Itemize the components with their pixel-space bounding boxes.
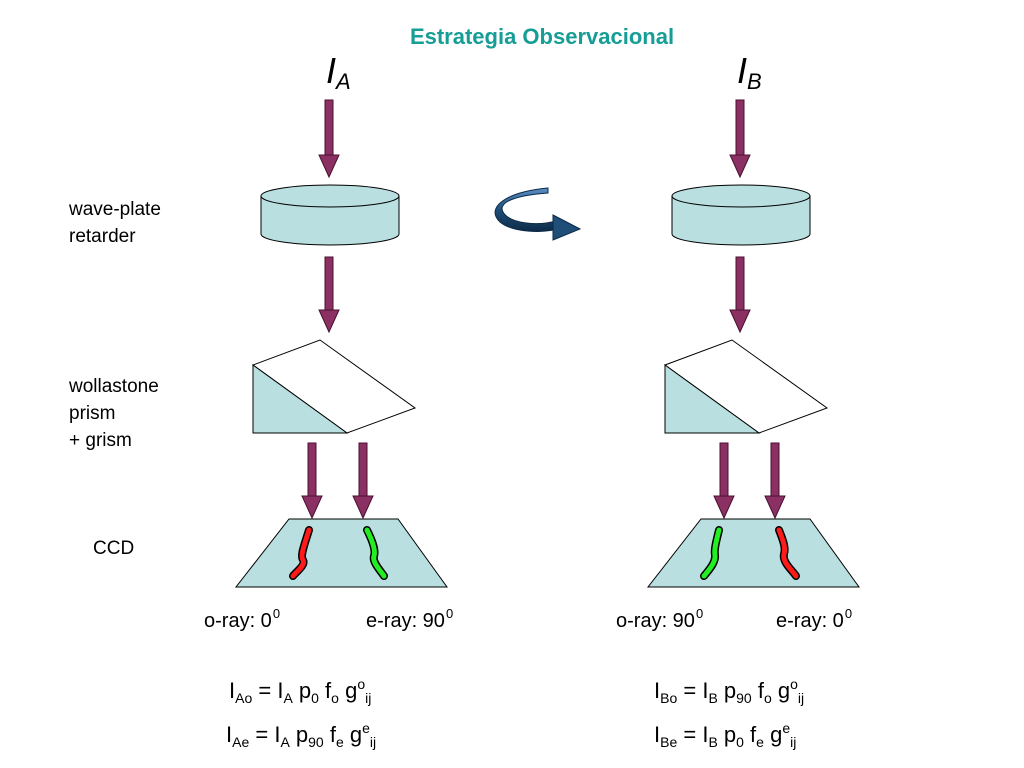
waveplate-label-line2: retarder xyxy=(69,226,136,247)
ray-label-b-e: e-ray: 00 xyxy=(776,606,853,632)
e-ray-arrow-a xyxy=(352,442,374,520)
beam-label-a: IA xyxy=(326,50,351,94)
o-ray-arrow-b xyxy=(713,442,735,520)
ccd-label: CCD xyxy=(93,538,135,559)
wollaston-prism-b xyxy=(663,339,829,434)
waveplate-to-prism-arrow-a xyxy=(318,256,340,334)
wollaston-label-line2: prism xyxy=(69,403,116,424)
e-ray-arrow-b xyxy=(764,442,786,520)
ray-label-a-o: o-ray: 00 xyxy=(204,606,281,632)
ray-label-a-e: e-ray: 900 xyxy=(366,606,454,632)
ray-label-b-o: o-ray: 900 xyxy=(616,606,704,632)
wollaston-label-line1: wollastone xyxy=(69,376,159,397)
ccd-a xyxy=(234,518,448,588)
e-spectrum-b-color xyxy=(776,527,799,579)
waveplate-label-line1: wave-plate xyxy=(69,199,161,220)
waveplate-to-prism-arrow-b xyxy=(729,256,751,334)
o-spectrum-a-color xyxy=(290,527,312,579)
e-spectrum-a-color xyxy=(364,527,387,579)
wollaston-label: wollastone prism + grism xyxy=(69,373,159,454)
equation-b-extraordinary: IBe = IB p0 fe geij xyxy=(654,720,797,750)
input-arrow-a xyxy=(318,99,340,179)
o-spectrum-b-color xyxy=(701,527,722,579)
o-ray-arrow-a xyxy=(301,442,323,520)
wollaston-prism-a xyxy=(251,339,417,434)
beam-label-b: IB xyxy=(737,50,762,94)
page-title: Estrategia Observacional xyxy=(409,24,675,49)
equation-a-ordinary: IAo = IA p0 fo goij xyxy=(229,676,372,706)
wollaston-label-line3: + grism xyxy=(69,430,132,451)
ccd-b xyxy=(646,518,860,588)
rotation-arrow xyxy=(494,187,582,241)
equation-a-extraordinary: IAe = IA p90 fe geij xyxy=(226,720,377,750)
waveplate-a xyxy=(260,184,400,246)
input-arrow-b xyxy=(729,99,751,179)
equation-b-ordinary: IBo = IB p90 fo goij xyxy=(654,676,805,706)
waveplate-b xyxy=(671,184,811,246)
waveplate-label: wave-plate retarder xyxy=(69,196,161,250)
